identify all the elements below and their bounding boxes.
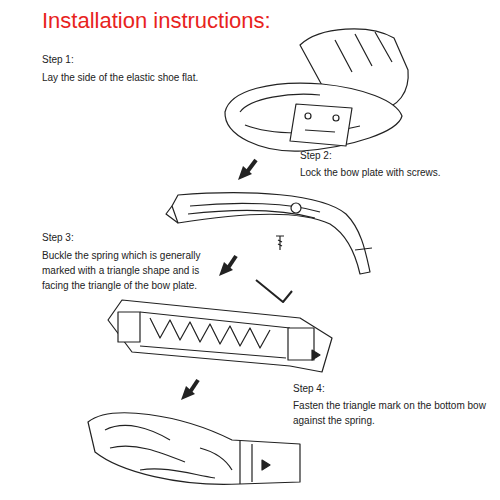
bow-plate-drawing — [166, 193, 372, 274]
step-heading: Step 2: — [300, 148, 420, 163]
step-text: Buckle the spring which is generally mar… — [42, 248, 224, 293]
label-holder: Step 1: — [42, 52, 162, 67]
arrowhead — [181, 386, 195, 400]
spring-frame — [108, 300, 332, 372]
label-holder: Step 2: — [300, 148, 420, 163]
step-text: Fasten the triangle mark on the bottom b… — [293, 398, 493, 428]
arrowhead — [238, 166, 252, 180]
triangle-mark — [262, 460, 270, 470]
bow-end — [240, 440, 252, 484]
plate-tab — [166, 206, 372, 250]
arrowhead — [219, 262, 233, 276]
down-arrow — [190, 380, 198, 392]
shoe-sole — [225, 83, 402, 151]
step-heading: Step 4: — [293, 381, 413, 396]
step-text: Lock the bow plate with screws. — [300, 165, 490, 180]
buckle — [335, 32, 392, 72]
step-text: Lay the side of the elastic shoe flat. — [42, 70, 218, 85]
title: Installation instructions: — [42, 8, 271, 34]
plate-bolt — [291, 203, 301, 213]
label-holder: Fasten the triangle mark on the bottom b… — [293, 398, 493, 428]
allen-key — [256, 280, 292, 302]
title-holder: Installation instructions: — [42, 8, 271, 34]
bottom-bow — [88, 413, 300, 485]
label-holder: Lock the bow plate with screws. — [300, 165, 490, 180]
triangle-mark — [312, 350, 320, 360]
shoe-drawing — [225, 29, 408, 151]
plate-groove — [188, 203, 320, 218]
screw-hole — [333, 115, 339, 121]
screw-hole — [305, 113, 311, 119]
screw — [276, 236, 284, 250]
spring-drawing — [108, 300, 332, 372]
bottom-bow-drawing — [88, 413, 300, 485]
mount-plate — [290, 104, 352, 146]
plate-slot — [305, 130, 335, 132]
spring-bar — [140, 312, 290, 358]
label-holder: Lay the side of the elastic shoe flat. — [42, 70, 218, 85]
bow-texture — [105, 425, 232, 478]
spring-clip — [118, 312, 140, 342]
down-arrow — [247, 160, 256, 172]
label-holder: Step 3: — [42, 230, 162, 245]
label-holder: Buckle the spring which is generally mar… — [42, 248, 224, 293]
down-arrow — [228, 256, 236, 268]
step-heading: Step 3: — [42, 230, 162, 245]
step-heading: Step 1: — [42, 52, 162, 67]
spring-coil — [150, 318, 270, 348]
spring-clip — [288, 328, 314, 360]
bow-plate — [172, 193, 370, 274]
label-holder: Step 4: — [293, 381, 413, 396]
